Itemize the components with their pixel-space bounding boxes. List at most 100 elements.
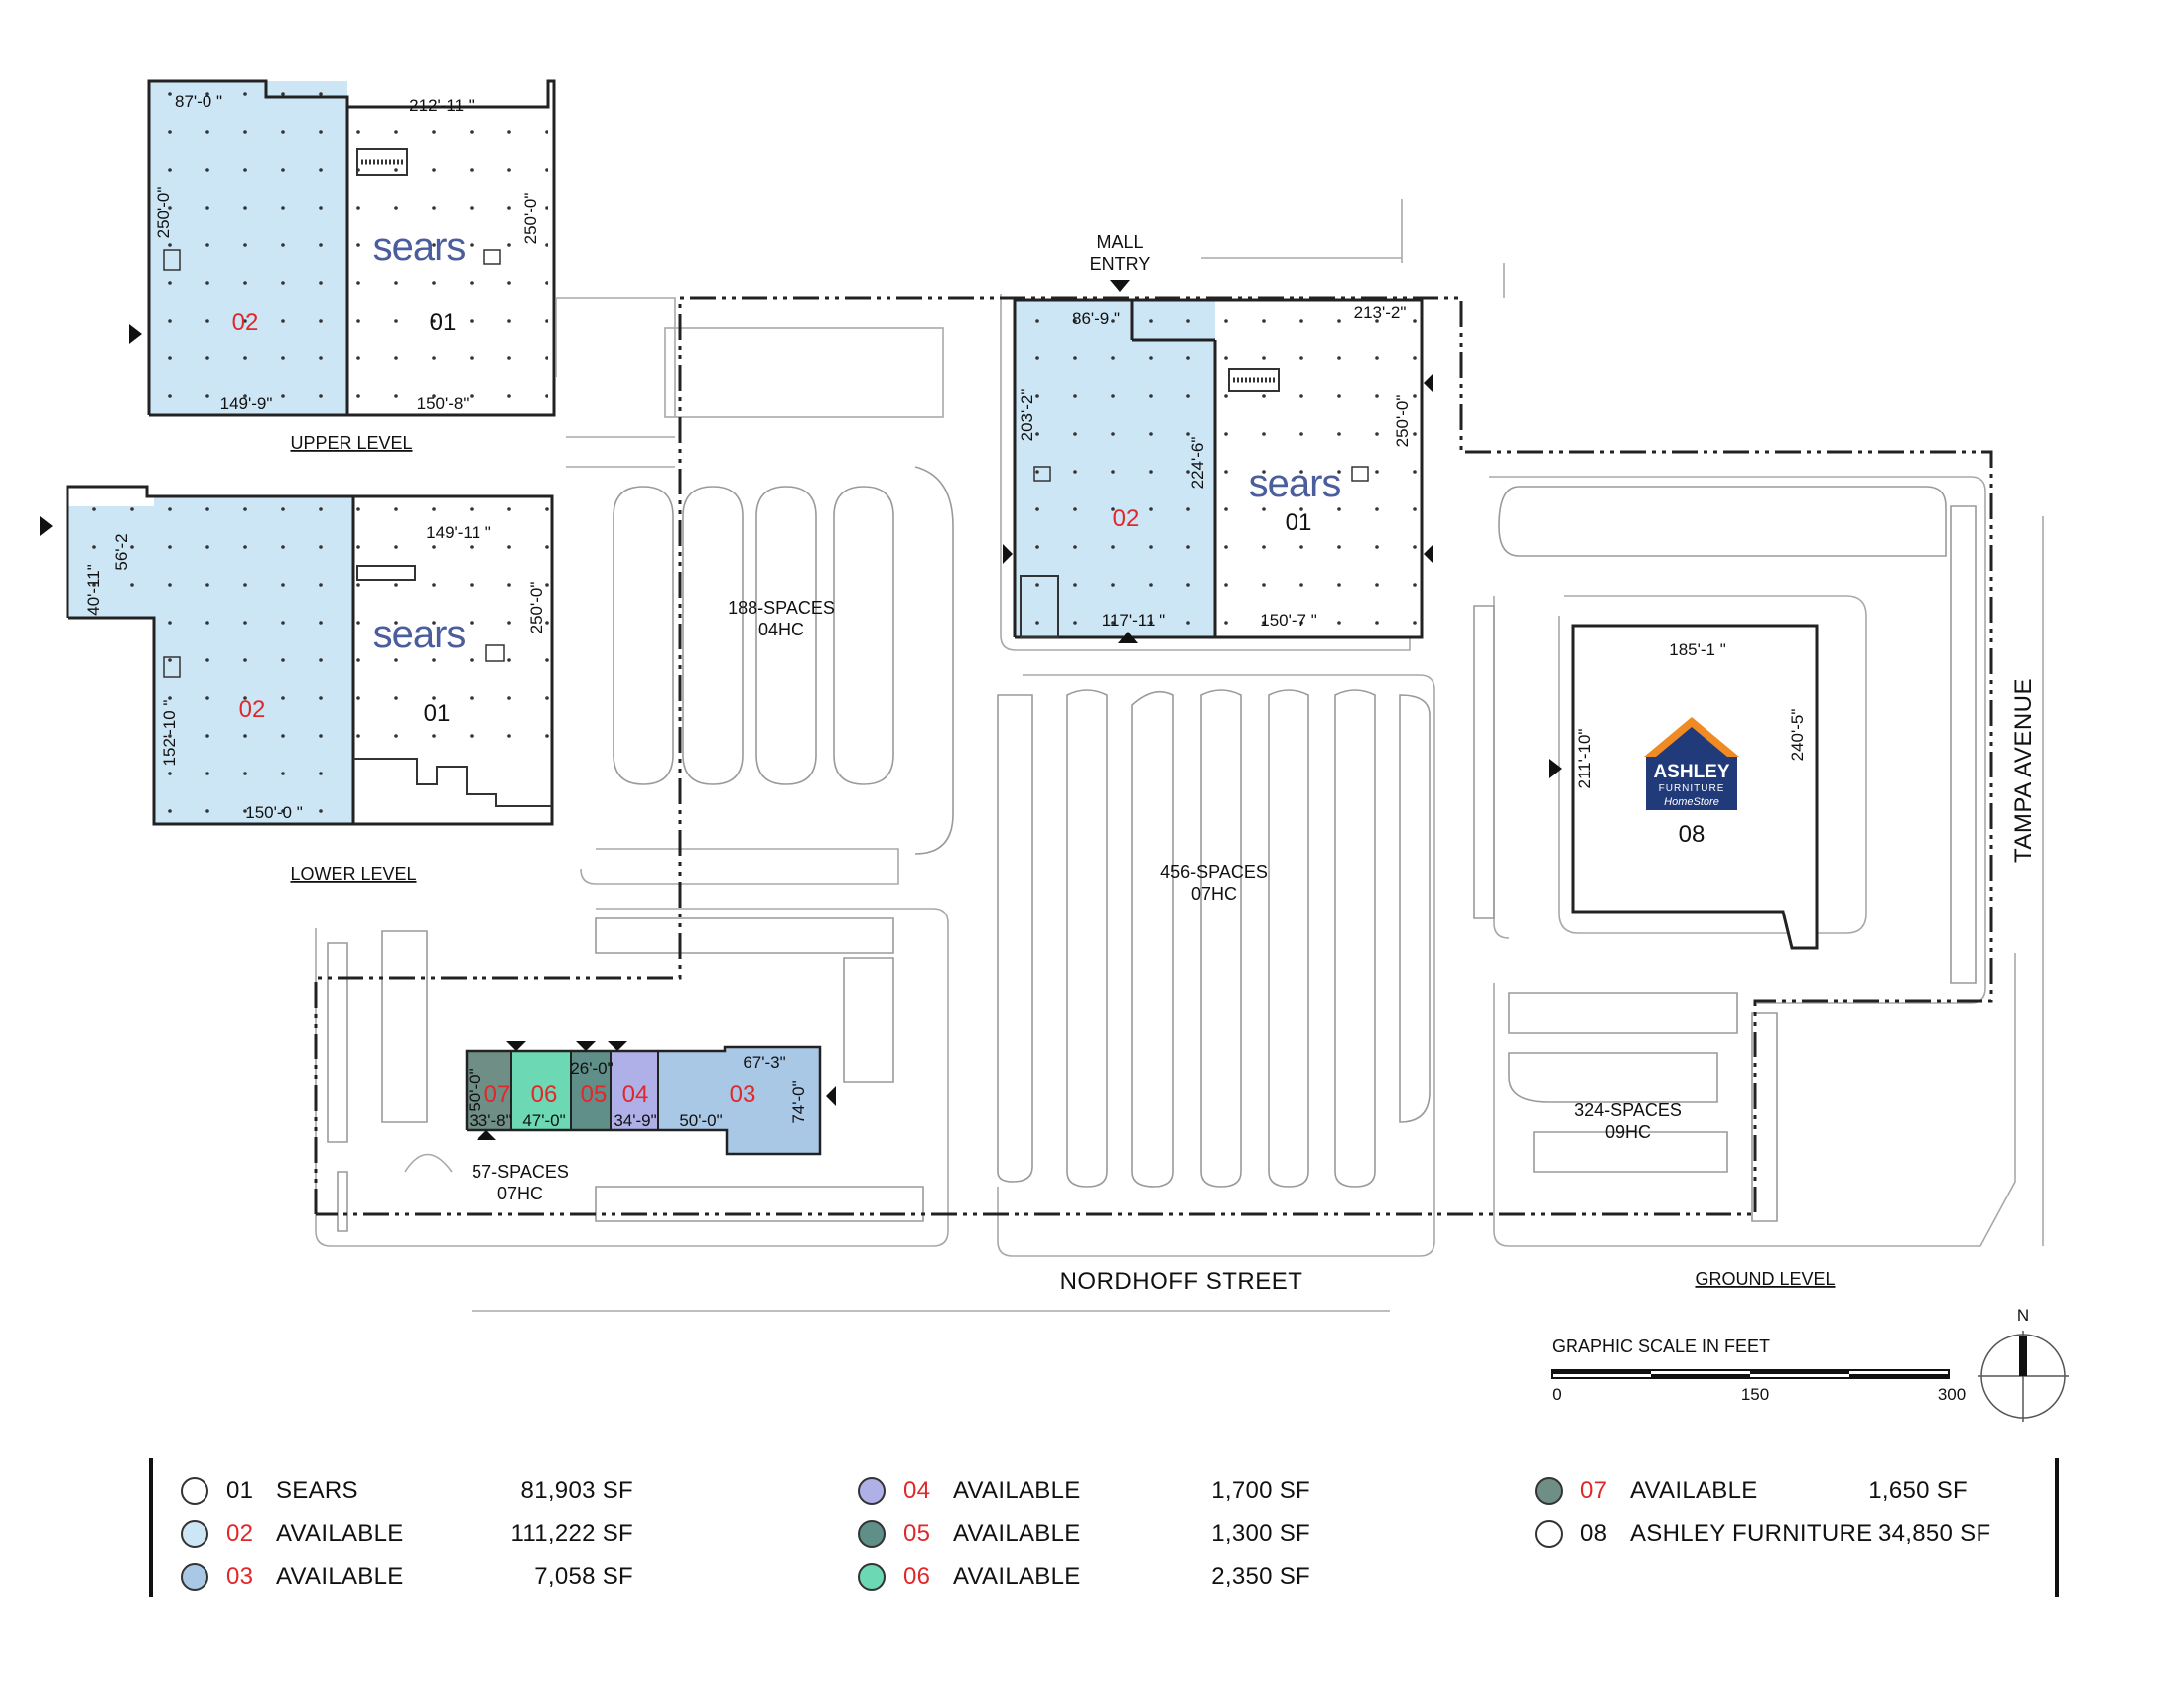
legend-swatch-08 [1535,1520,1563,1548]
scale-tick-1: 150 [1741,1385,1769,1404]
shops-building: 07 06 05 04 03 26'-0" 67'-3" 50'-0" 33'-… [465,1041,836,1156]
ground-suite-04-area[interactable] [611,1051,658,1130]
legend-name-03: AVAILABLE [276,1563,404,1590]
upper-dim-0: 87'-0 " [175,92,222,111]
ground-sears-dim-4: 250'-0" [1393,395,1412,448]
lower-dim-5: 150'-0 " [245,803,302,822]
street-south-label: NORDHOFF STREET [1060,1268,1303,1295]
scale-title: GRAPHIC SCALE IN FEET [1552,1336,1770,1356]
parking-2-hc: 07HC [1191,884,1237,904]
ashley-building: ASHLEY FURNITURE HomeStore 08 185'-1 " 2… [1549,624,1819,950]
legend-area-06: 2,350 SF [1211,1563,1310,1590]
shops-entry-icon-1 [506,1041,526,1051]
legend-row-06: 06 AVAILABLE 2,350 SF [858,1558,1310,1596]
ground-suite-02-label: 02 [1113,505,1140,532]
lower-dim-3: 250'-0" [527,582,546,634]
mall-entry-arrow-icon [1110,280,1130,292]
lower-dim-4: 152'-10 " [160,700,179,767]
ashley-dim-0: 185'-1 " [1669,640,1725,659]
parking-stalls-central [997,689,1431,1188]
property-boundary [314,296,1993,1216]
parking-1-hc: 04HC [758,620,804,639]
lower-entry-arrow-icon [40,516,53,536]
shops-entry-icon-5 [826,1086,836,1106]
ground-level-title: GROUND LEVEL [1695,1269,1835,1289]
ground-sears-dim-1: 213'-2" [1354,303,1407,322]
street-east-label: TAMPA AVENUE [2010,678,2037,863]
legend-num-06: 06 [903,1563,931,1590]
lower-level-title: LOWER LEVEL [290,864,416,884]
ground-south-entry-icon [1118,632,1138,643]
ground-suite-03-area[interactable] [658,1047,820,1154]
shops-dim-5: 34'-9" [614,1111,656,1130]
parking-3-spaces: 57-SPACES [472,1162,569,1182]
legend-name-02: AVAILABLE [276,1520,404,1547]
shops-suite-03-label: 03 [730,1081,756,1108]
graphic-scale: GRAPHIC SCALE IN FEET 0 150 300 [1551,1336,1966,1404]
ground-sears-dim-5: 117'-11 " [1102,611,1165,630]
ground-west-entry-icon [1003,544,1013,564]
legend-name-04: AVAILABLE [953,1477,1081,1504]
shops-dim-7: 74'-0" [789,1080,808,1123]
legend-area-04: 1,700 SF [1211,1477,1310,1504]
legend-name-01: SEARS [276,1477,358,1504]
upper-level-title: UPPER LEVEL [290,433,412,453]
legend-area-05: 1,300 SF [1211,1520,1310,1547]
upper-dim-5: 150'-8" [417,394,470,413]
legend-num-07: 07 [1580,1477,1608,1504]
lower-logo: sears [373,613,466,656]
ground-suite-05-area[interactable] [571,1051,611,1130]
ground-level-site: MALL ENTRY sears 02 01 86'-9 " 213'-2" 2… [314,199,2069,1422]
ground-suite-07-area[interactable] [467,1051,511,1130]
shops-suite-06-label: 06 [531,1081,558,1108]
ground-sears-dim-6: 150'-7 " [1260,611,1316,630]
shops-entry-icon-2 [576,1041,596,1051]
legend-num-04: 04 [903,1477,931,1504]
legend-swatch-07 [1535,1477,1563,1505]
ground-sears-dim-3: 224'-6" [1188,437,1207,490]
lower-dim-1: 40'-11" [84,564,103,616]
upper-level-plan: sears 02 01 87'-0 " 212'-11 " 250'-0" 25… [129,79,556,453]
shops-dim-0: 26'-0" [570,1059,613,1078]
shops-suite-04-label: 04 [622,1081,649,1108]
scale-tick-0: 0 [1552,1385,1561,1404]
ground-sears-dim-2: 203'-2" [1018,389,1036,442]
upper-dim-3: 250'-0" [521,193,540,245]
parking-stalls-west [613,466,954,855]
ashley-logo-script: HomeStore [1664,796,1719,808]
ashley-logo-main: ASHLEY [1653,762,1729,782]
shops-entry-icon-4 [477,1130,496,1140]
upper-dim-4: 149'-9" [220,394,273,413]
legend-row-05: 05 AVAILABLE 1,300 SF [858,1515,1310,1553]
parking-1-spaces: 188-SPACES [728,598,835,618]
scale-tick-2: 300 [1938,1385,1966,1404]
lower-level-plan: sears 02 01 56'-2 40'-11" 149'-11 " 250'… [40,485,554,884]
legend-name-07: AVAILABLE [1630,1477,1758,1504]
shops-dim-4: 47'-0" [522,1111,565,1130]
legend-row-01: 01 SEARS 81,903 SF [181,1473,633,1510]
legend-swatch-05 [858,1520,886,1548]
parking-3-hc: 07HC [497,1184,543,1203]
legend-swatch-03 [181,1563,208,1591]
upper-logo: sears [373,225,466,269]
shops-dim-2: 50'-0" [466,1068,484,1111]
ground-suite-06-area[interactable] [511,1051,571,1130]
lower-suite-01-label: 01 [424,700,451,727]
upper-suite-01-label: 01 [430,309,457,336]
upper-dim-2: 250'-0" [154,187,173,239]
legend-num-05: 05 [903,1520,931,1547]
lower-dim-2: 149'-11 " [426,523,491,542]
legend-name-05: AVAILABLE [953,1520,1081,1547]
shops-dim-3: 33'-8" [469,1111,511,1130]
legend-row-08: 08 ASHLEY FURNITURE 34,850 SF [1535,1515,1990,1553]
legend-area-02: 111,222 SF [510,1520,633,1547]
legend-swatch-06 [858,1563,886,1591]
legend-row-07: 07 AVAILABLE 1,650 SF [1535,1473,1968,1510]
ground-sears-logo: sears [1249,462,1341,505]
legend-area-01: 81,903 SF [520,1477,633,1504]
legend: 01 SEARS 81,903 SF 02 AVAILABLE 111,222 … [149,1458,2059,1597]
ground-east-entry-icon-2 [1424,544,1433,564]
legend-num-01: 01 [226,1477,254,1504]
legend-swatch-04 [858,1477,886,1505]
ashley-dim-1: 211'-10" [1575,729,1594,789]
